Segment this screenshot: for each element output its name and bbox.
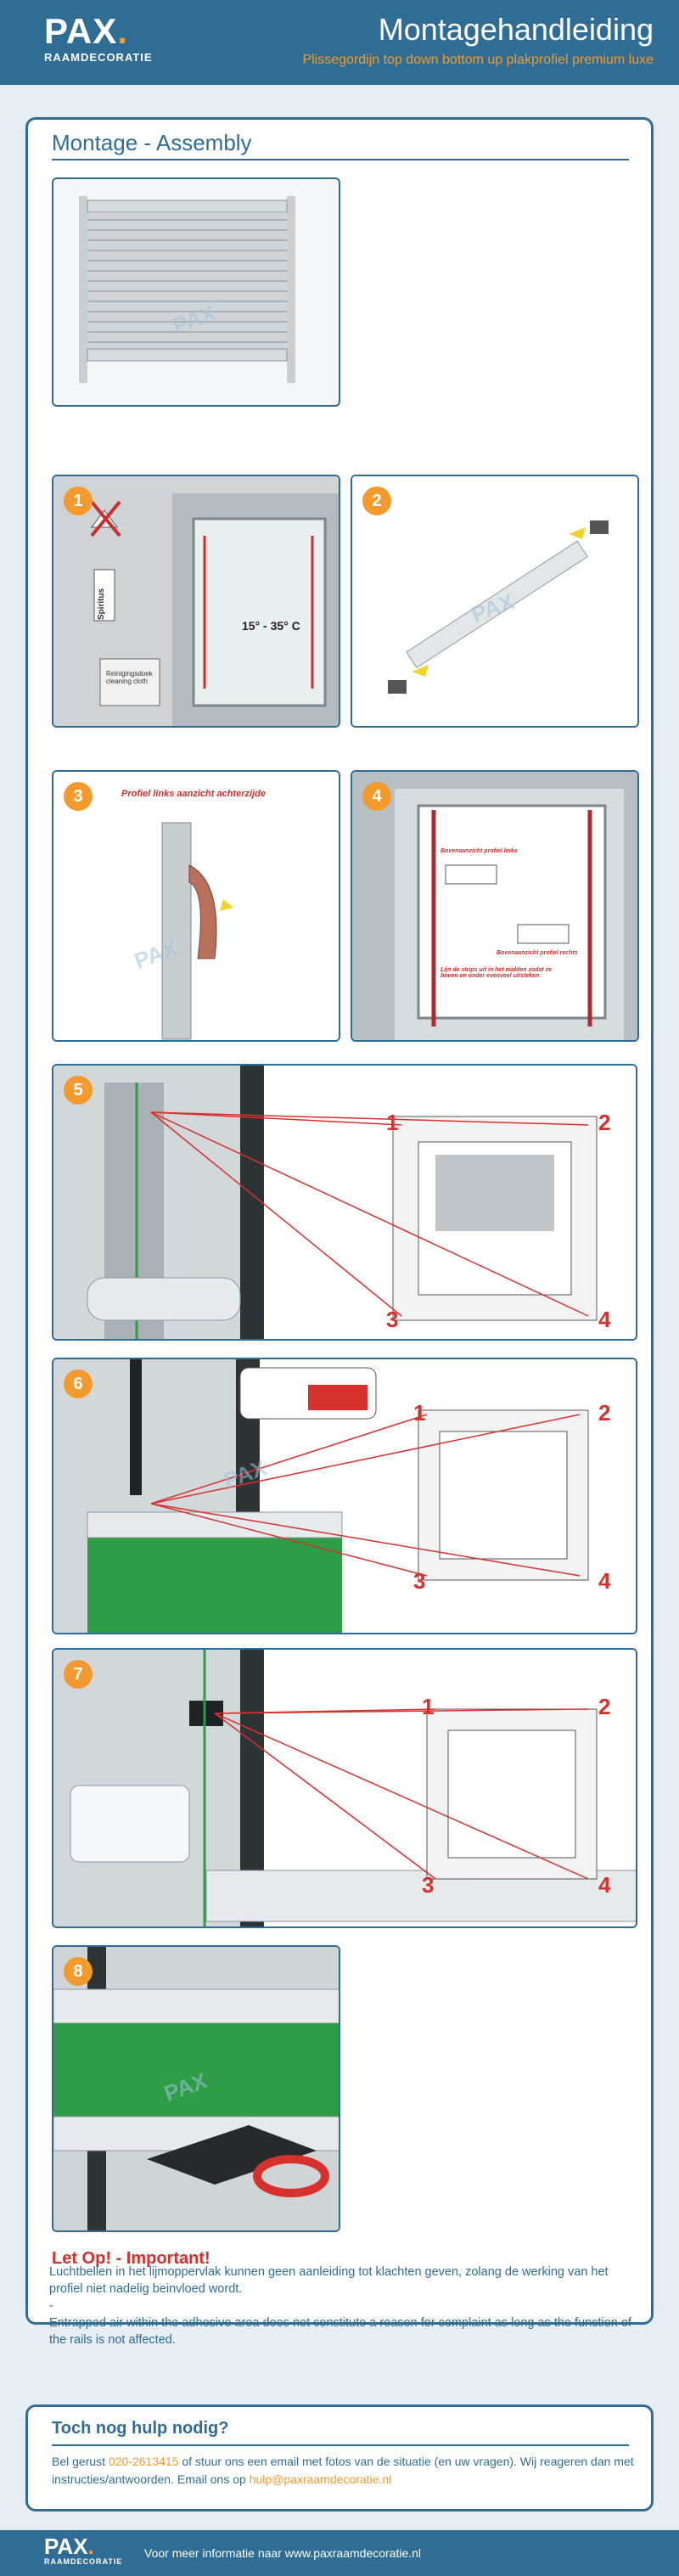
step-2-illustration <box>352 476 637 726</box>
step-4-illustration <box>352 772 637 1040</box>
notice-block: Luchtbellen in het lijmoppervlak kunnen … <box>49 2264 643 2348</box>
page-subtitle: Plissegordijn top down bottom up plakpro… <box>302 53 654 67</box>
help-text-part-1: Bel gerust <box>52 2455 109 2468</box>
bottle-label: Spiritus <box>97 588 107 621</box>
step-5-panel: 5 1 2 3 4 <box>52 1064 637 1341</box>
step-number: 3 <box>64 782 93 811</box>
corner-label-1: 1 <box>422 1694 435 1719</box>
help-text-part-2: of stuur ons een email met fotos van de … <box>52 2455 634 2486</box>
overview-panel: PAX <box>52 177 340 407</box>
step-number: 6 <box>64 1370 93 1398</box>
step-5-illustration <box>53 1066 636 1339</box>
page-title: Montagehandleiding <box>378 12 654 47</box>
label-left-profile: Bovenaanzicht profiel links <box>441 848 518 854</box>
help-text: Bel gerust 020-2613415 of stuur ons een … <box>52 2453 637 2489</box>
footer-info-link[interactable]: Voor meer informatie naar www.paxraamdec… <box>144 2546 422 2560</box>
step-8-panel: 8 PAX <box>52 1945 340 2232</box>
section-title: Montage - Assembly <box>52 130 252 155</box>
step-1-panel: 1 15° - 35° C Spiritus Reinigingsdoek cl… <box>52 475 340 728</box>
step-2-panel: 2 PAX <box>351 475 639 728</box>
corner-label-2: 2 <box>598 1400 611 1426</box>
notice-english: Entrapped air within the adhesive area d… <box>49 2316 631 2347</box>
footer-logo-subtext: RAAMDECORATIE <box>44 2557 123 2566</box>
step-number: 1 <box>64 487 93 515</box>
step-7-illustration <box>53 1650 636 1926</box>
assembly-card: Montage - Assembly PAX <box>25 117 654 2325</box>
logo-text: PAX <box>44 11 118 51</box>
footer: PAX. RAAMDECORATIE Voor meer informatie … <box>0 2530 679 2576</box>
step-number: 5 <box>64 1076 93 1105</box>
pleated-blind-illustration <box>79 196 295 383</box>
step-3-caption: Profiel links aanzicht achterzijde <box>121 789 266 799</box>
corner-label-1: 1 <box>413 1400 426 1426</box>
corner-label-1: 1 <box>386 1110 399 1135</box>
corner-label-4: 4 <box>598 1307 611 1332</box>
notice-dutch: Luchtbellen in het lijmoppervlak kunnen … <box>49 2265 609 2296</box>
header: PAX. RAAMDECORATIE Montagehandleiding Pl… <box>0 0 679 85</box>
step-number: 2 <box>362 487 391 515</box>
logo-subtext: RAAMDECORATIE <box>44 51 153 64</box>
corner-label-3: 3 <box>413 1568 426 1594</box>
notice-title: Let Op! - Important! <box>52 2249 210 2268</box>
help-title: Toch nog hulp nodig? <box>52 2419 229 2438</box>
corner-label-3: 3 <box>422 1872 435 1898</box>
pax-logo[interactable]: PAX. RAAMDECORATIE <box>44 11 153 65</box>
footer-logo-text: PAX <box>44 2534 88 2559</box>
step-8-illustration <box>53 1947 339 2230</box>
section-divider <box>52 159 629 160</box>
help-box: Toch nog hulp nodig? Bel gerust 020-2613… <box>25 2404 654 2511</box>
step-4-panel: 4 Bovenaanzicht profiel links Bovenaanzi… <box>351 770 639 1042</box>
corner-label-4: 4 <box>598 1872 611 1898</box>
help-divider <box>52 2444 629 2446</box>
help-phone-link[interactable]: 020-2613415 <box>108 2455 179 2468</box>
step-number: 7 <box>64 1660 93 1689</box>
step-number: 4 <box>362 782 391 811</box>
footer-logo[interactable]: PAX. RAAMDECORATIE <box>44 2534 123 2566</box>
step-6-panel: 6 1 2 3 4 PAX <box>52 1358 637 1634</box>
label-align-strips: Lijn de strips uit in het midden zodat z… <box>441 967 553 979</box>
corner-label-3: 3 <box>386 1307 399 1332</box>
step-number: 8 <box>64 1957 93 1986</box>
temperature-label: 15° - 35° C <box>242 619 300 633</box>
corner-label-4: 4 <box>598 1568 611 1594</box>
corner-label-2: 2 <box>598 1110 611 1135</box>
help-email-link[interactable]: hulp@paxraamdecoratie.nl <box>249 2472 392 2486</box>
corner-label-2: 2 <box>598 1694 611 1719</box>
step-3-panel: 3 Profiel links aanzicht achterzijde PAX <box>52 770 340 1042</box>
cloth-label: Reinigingsdoek cleaning cloth <box>106 670 153 685</box>
step-1-illustration <box>53 476 339 726</box>
step-3-illustration <box>53 772 339 1040</box>
notice-separator: - <box>49 2299 53 2313</box>
label-right-profile: Bovenaanzicht profiel rechts <box>497 950 578 956</box>
step-6-illustration <box>53 1359 636 1633</box>
step-7-panel: 7 1 2 3 4 <box>52 1648 637 1928</box>
